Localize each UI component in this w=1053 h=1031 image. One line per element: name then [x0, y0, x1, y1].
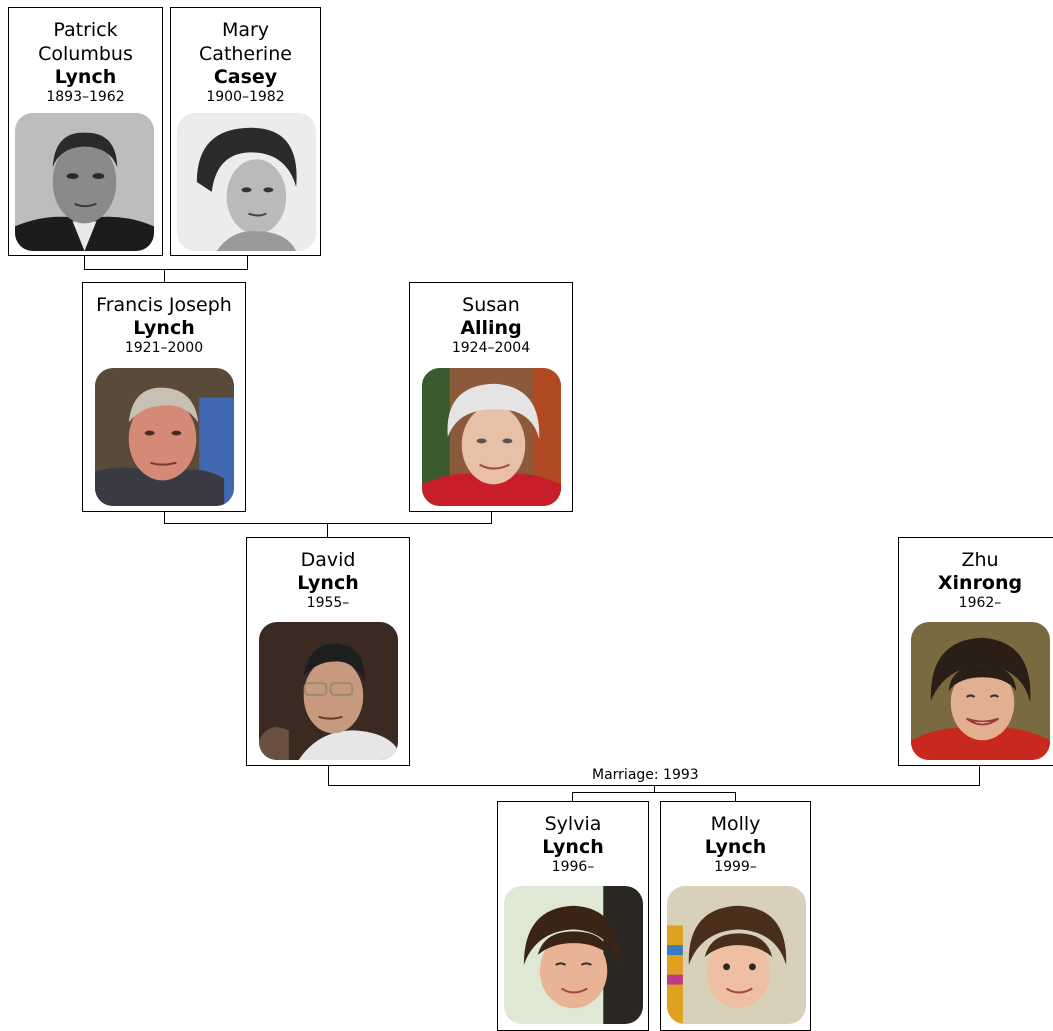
- life-dates: 1900–1982: [206, 89, 285, 105]
- given-name: Susan: [462, 294, 520, 316]
- surname: Lynch: [704, 836, 767, 858]
- life-dates: 1996–: [551, 859, 595, 875]
- person-card-zhu[interactable]: Zhu Xinrong 1962–: [898, 537, 1053, 766]
- surname: Lynch: [54, 66, 117, 88]
- marriage-label: Marriage: 1993: [590, 767, 701, 783]
- given-name: Zhu: [961, 549, 999, 571]
- person-card-sylvia[interactable]: Sylvia Lynch 1996–: [497, 801, 649, 1031]
- life-dates: 1893–1962: [46, 89, 125, 105]
- person-card-mary[interactable]: Mary Catherine Casey 1900–1982: [170, 7, 321, 256]
- portrait-photo: [667, 886, 806, 1024]
- surname: Xinrong: [937, 572, 1023, 594]
- person-card-david[interactable]: David Lynch 1955–: [246, 537, 410, 766]
- life-dates: 1921–2000: [124, 340, 204, 356]
- given-name: David: [300, 549, 356, 571]
- life-dates: 1955–: [306, 595, 350, 611]
- surname: Casey: [213, 66, 278, 88]
- life-dates: 1962–: [958, 595, 1002, 611]
- person-card-francis[interactable]: Francis Joseph Lynch 1921–2000: [82, 282, 246, 512]
- given-name: Molly: [710, 813, 761, 835]
- person-card-molly[interactable]: Molly Lynch 1999–: [660, 801, 811, 1031]
- connector: [164, 511, 165, 524]
- portrait-photo: [15, 113, 154, 251]
- portrait-photo: [259, 622, 398, 760]
- given-name: Sylvia: [544, 813, 602, 835]
- connector: [247, 255, 248, 269]
- surname: Lynch: [297, 572, 359, 594]
- connector: [572, 792, 573, 801]
- given-name: Mary Catherine: [199, 19, 292, 65]
- connector: [735, 792, 736, 801]
- person-card-patrick[interactable]: Patrick Columbus Lynch 1893–1962: [8, 7, 163, 256]
- life-dates: 1924–2004: [451, 340, 531, 356]
- connector: [328, 765, 329, 786]
- connector: [572, 792, 736, 793]
- surname: Alling: [460, 317, 522, 339]
- surname: Lynch: [133, 317, 195, 339]
- surname: Lynch: [542, 836, 604, 858]
- life-dates: 1999–: [714, 859, 757, 875]
- given-name: Francis Joseph: [96, 294, 232, 316]
- person-card-susan[interactable]: Susan Alling 1924–2004: [409, 282, 573, 512]
- connector: [491, 511, 492, 524]
- portrait-photo: [177, 113, 316, 251]
- connector: [84, 269, 248, 270]
- connector: [164, 269, 165, 282]
- connector: [654, 785, 655, 793]
- connector: [84, 255, 85, 269]
- connector: [327, 523, 328, 537]
- portrait-photo: [911, 622, 1050, 760]
- connector: [979, 765, 980, 786]
- portrait-photo: [504, 886, 643, 1024]
- given-name: Patrick Columbus: [38, 19, 133, 65]
- connector: [164, 523, 492, 524]
- portrait-photo: [422, 368, 561, 506]
- portrait-photo: [95, 368, 234, 506]
